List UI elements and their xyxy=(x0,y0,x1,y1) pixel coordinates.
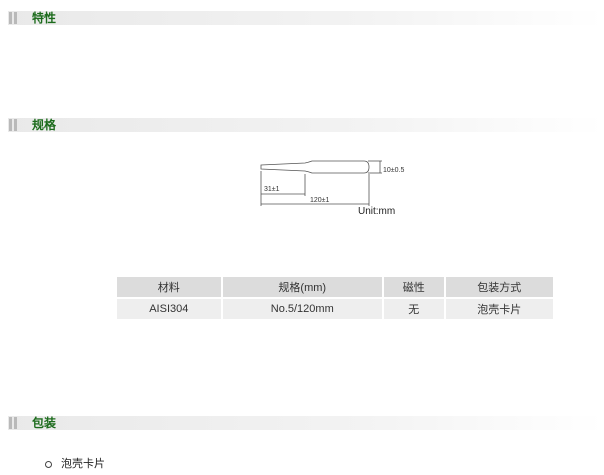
dim-length-label: 120±1 xyxy=(310,197,330,204)
cell-packaging: 泡壳卡片 xyxy=(443,297,556,321)
section-header-features: 特性 xyxy=(8,11,604,25)
cell-magnetic: 无 xyxy=(381,297,446,321)
section-title-packaging: 包装 xyxy=(32,416,57,430)
list-item: 泡壳卡片 xyxy=(45,455,105,471)
section-bars-icon xyxy=(8,417,19,429)
cell-spec: No.5/120mm xyxy=(220,297,384,321)
table-row: AISI304 No.5/120mm 无 泡壳卡片 xyxy=(115,297,556,321)
dim-width-label: 10±0.5 xyxy=(383,167,404,174)
section-title-features: 特性 xyxy=(32,11,57,25)
tweezers-diagram: 10±0.5 31±1 120±1 xyxy=(260,160,404,206)
header-material: 材料 xyxy=(115,275,223,299)
section-title-specs: 规格 xyxy=(32,118,57,132)
section-bars-icon xyxy=(8,119,19,131)
section-header-packaging: 包装 xyxy=(8,416,604,430)
pack-item-label: 泡壳卡片 xyxy=(61,458,105,470)
table-header-row: 材料 规格(mm) 磁性 包装方式 xyxy=(115,275,556,299)
unit-label: Unit:mm xyxy=(358,206,396,217)
spec-table: 材料 规格(mm) 磁性 包装方式 AISI304 No.5/120mm 无 泡… xyxy=(115,275,556,321)
bullet-circle-icon xyxy=(45,460,52,468)
section-bars-icon xyxy=(8,12,19,24)
header-spec: 规格(mm) xyxy=(220,275,384,299)
section-header-specs: 规格 xyxy=(8,118,604,132)
dim-tip-label: 31±1 xyxy=(264,186,280,193)
header-packaging: 包装方式 xyxy=(443,275,556,299)
cell-material: AISI304 xyxy=(115,297,223,321)
header-magnetic: 磁性 xyxy=(381,275,446,299)
